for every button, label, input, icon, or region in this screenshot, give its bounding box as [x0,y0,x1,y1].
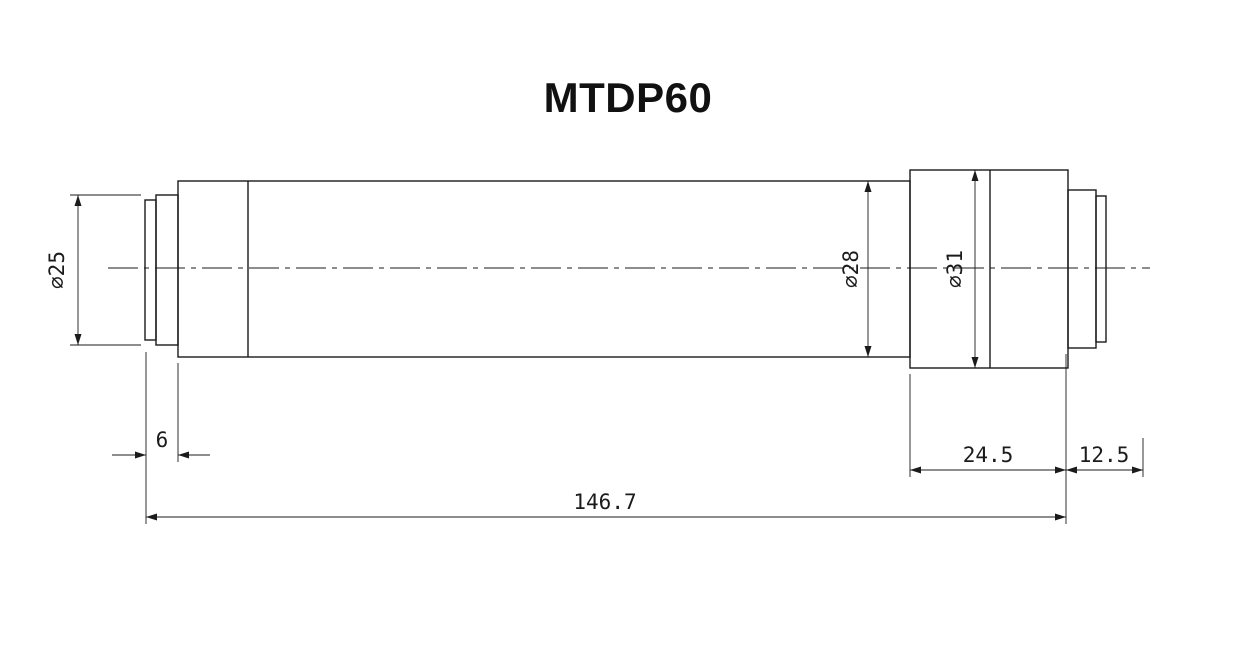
dim-label-overall-length: 146.7 [573,490,636,514]
part-right-tip [1095,195,1107,343]
arrowhead [971,170,979,181]
arrowhead [864,181,872,192]
dim-label-ring-length: 24.5 [963,443,1014,467]
part-right-step [1067,189,1097,349]
arrowhead [1055,513,1066,521]
dim-label-tip-length: 12.5 [1079,443,1130,467]
dim-label-diameter-25: ⌀25 [45,251,69,289]
dim-label-diameter-31: ⌀31 [943,250,967,288]
part-left-collar [155,194,179,346]
arrowhead [1132,466,1143,474]
arrowhead [1066,466,1077,474]
part-left-lip [144,199,157,341]
dim-label-diameter-28: ⌀28 [839,250,863,288]
arrowhead [135,451,146,459]
extension-lines [70,194,1144,524]
arrowhead [178,451,189,459]
arrowhead [146,513,157,521]
part-main-body [177,180,911,358]
arrowhead [910,466,921,474]
dim-label-collar-length: 6 [156,428,169,452]
arrowhead [74,334,82,345]
arrowhead [971,357,979,368]
arrowhead [864,346,872,357]
drawing-title: MTDP60 [544,74,713,121]
dimension-arrows [74,170,1143,521]
part-outline [144,169,1107,369]
part-section-31 [909,169,1069,369]
arrowhead [74,195,82,206]
arrowhead [1055,466,1066,474]
